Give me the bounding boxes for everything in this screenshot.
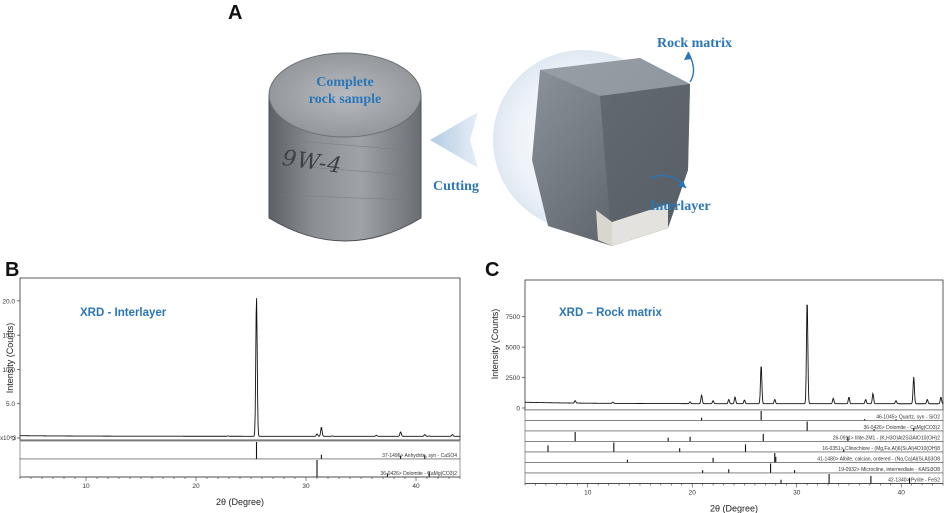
panel-letter-a: A <box>228 2 243 24</box>
reference-label: 37-1496> Anhydrite, syn - CaSO4 <box>382 453 457 459</box>
y-tick-label: 15.0 <box>2 333 15 340</box>
y-tick-label: 5.0 <box>6 401 15 408</box>
x-tick-label: 20 <box>689 490 697 497</box>
y-axis-label: Intensity (Counts) <box>490 309 500 380</box>
x-tick-label: 40 <box>412 483 420 490</box>
y-tick-label: 0 <box>11 436 15 443</box>
reference-label: 36-0426> Dolomite - CaMg(CO3)2 <box>863 425 940 431</box>
reference-label: 41-1480> Albite, calcian, ordered - (Na,… <box>817 457 940 463</box>
x-axis-label: 2θ (Degree) <box>710 504 758 513</box>
xrd-chart-rock-matrix: 0 2500 5000 7500 Intensity (Counts) XRD – Roc… <box>490 279 944 513</box>
diffraction-line <box>20 298 460 437</box>
reference-label: 36-0426> Dolomite - CaMg(CO3)2 <box>380 471 457 477</box>
chart-title: XRD - Interlayer <box>80 307 167 319</box>
cutting-arrow-icon <box>430 112 478 168</box>
x-axis-label: 2θ (Degree) <box>216 497 264 507</box>
x-tick-label: 40 <box>898 490 906 497</box>
y-tick-label: 5000 <box>506 345 521 352</box>
y-tick-label: 10.0 <box>2 367 15 374</box>
y-tick-label: 7500 <box>506 314 521 321</box>
reference-label: 19-0932> Microcline, intermediate - KAlS… <box>838 467 940 473</box>
x-tick-label: 30 <box>793 490 801 497</box>
panel-a-illustration <box>268 50 695 246</box>
reference-label: 46-1045> Quartz, syn - SiO2 <box>876 415 940 421</box>
x-tick-label: 10 <box>584 490 592 497</box>
label-rock-matrix: Rock matrix <box>657 36 733 51</box>
diffraction-line <box>524 304 944 405</box>
panel-letter-b: B <box>5 259 20 281</box>
x-tick-label: 20 <box>192 483 200 490</box>
y-tick-label: 2500 <box>506 375 521 382</box>
label-complete-line2: rock sample <box>308 92 382 107</box>
x-tick-label: 30 <box>302 483 310 490</box>
reference-label: 16-0351> Clinochlore - (Mg,Fe,Al)6(Si,Al… <box>822 446 940 452</box>
plot-frame <box>524 279 944 411</box>
xrd-chart-interlayer: 0 5.0 10.0 15.0 20.0 x10^3 Intensity (Counts) X… <box>0 277 461 507</box>
cylinder-sample <box>268 52 422 242</box>
x-tick-label: 10 <box>82 483 90 490</box>
y-tick-label: 20.0 <box>2 298 15 305</box>
label-complete-rock-sample: Complete rock sample <box>290 74 400 108</box>
reference-label: 26-0911> Illite-2M1 - (K,H3O)Al2Si3AlO10… <box>833 436 941 442</box>
y-multiplier-label: x10^3 <box>0 436 16 442</box>
y-axis-label: Intensity (Counts) <box>5 323 15 394</box>
label-interlayer: Interlayer <box>650 199 711 214</box>
label-cutting: Cutting <box>433 179 479 194</box>
plot-frame <box>19 277 461 441</box>
label-complete-line1: Complete <box>316 75 374 90</box>
rock-block <box>532 58 690 246</box>
panel-letter-c: C <box>485 259 500 281</box>
reference-strip <box>524 472 944 484</box>
y-tick-label: 0 <box>516 406 520 413</box>
chart-title: XRD – Rock matrix <box>559 307 663 319</box>
reference-label: 42-1340> Pyrite - FeS2 <box>888 478 940 484</box>
